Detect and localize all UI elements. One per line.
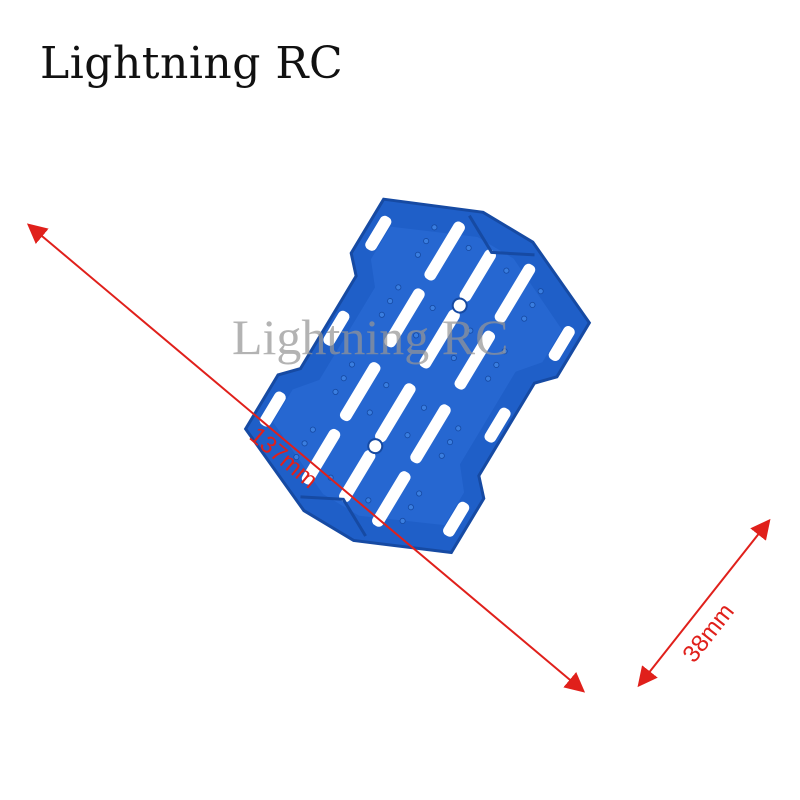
brand-title: Lightning RC xyxy=(40,38,344,89)
recovery-board xyxy=(243,197,592,555)
width-arrow xyxy=(637,518,771,688)
width-dimension: 38mm xyxy=(637,518,771,688)
length-arrow xyxy=(26,223,586,693)
width-label: 38mm xyxy=(677,599,739,668)
